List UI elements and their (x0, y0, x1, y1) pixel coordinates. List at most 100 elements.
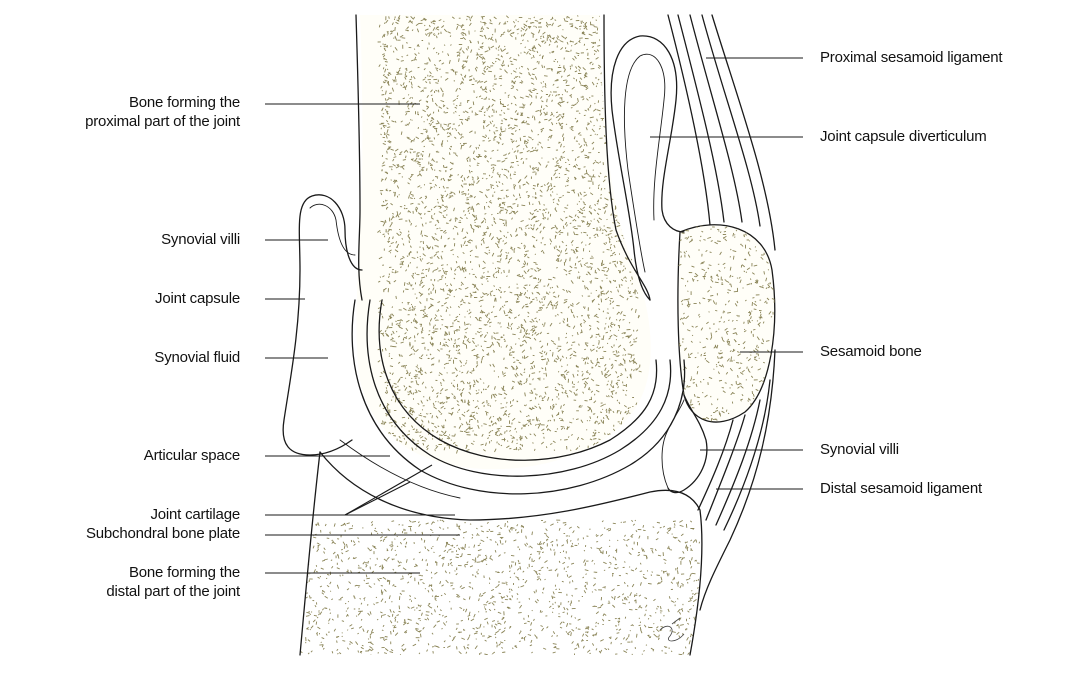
stipple-mark (628, 93, 631, 96)
stipple-mark (419, 524, 421, 527)
stipple-mark (495, 631, 498, 633)
stipple-mark (539, 573, 541, 574)
stipple-mark (550, 288, 551, 289)
stipple-mark (461, 134, 462, 136)
stipple-mark (621, 179, 622, 181)
stipple-mark (468, 384, 470, 385)
stipple-mark (530, 546, 533, 548)
stipple-mark (409, 387, 410, 388)
stipple-mark (412, 21, 413, 22)
stipple-mark (316, 622, 317, 625)
stipple-mark (501, 126, 502, 129)
stipple-mark (549, 53, 550, 54)
stipple-mark (610, 126, 611, 127)
stipple-mark (584, 167, 586, 168)
stipple-mark (628, 120, 629, 122)
stipple-mark (384, 537, 387, 539)
stipple-mark (415, 375, 418, 376)
stipple-mark (315, 605, 316, 607)
stipple-mark (430, 413, 432, 414)
stipple-mark (337, 585, 338, 589)
stipple-mark (546, 535, 549, 538)
stipple-mark (689, 578, 690, 579)
stipple-mark (617, 568, 618, 569)
stipple-mark (504, 398, 506, 399)
stipple-mark (423, 241, 424, 244)
stipple-mark (423, 273, 424, 274)
stipple-mark (493, 416, 494, 417)
stipple-mark (641, 630, 643, 634)
stipple-mark (506, 583, 507, 585)
stipple-mark (616, 339, 617, 340)
stipple-mark (397, 84, 398, 85)
stipple-mark (439, 527, 441, 529)
stipple-mark (657, 575, 660, 576)
stipple-mark (606, 46, 607, 48)
stipple-mark (502, 618, 504, 619)
stipple-mark (465, 277, 466, 278)
stipple-mark (549, 606, 551, 608)
stipple-mark (380, 277, 381, 278)
stipple-mark (434, 186, 435, 187)
stipple-mark (632, 74, 633, 75)
stipple-mark (586, 430, 587, 431)
stipple-mark (618, 38, 622, 39)
stipple-mark (514, 186, 515, 189)
stipple-mark (621, 209, 622, 210)
stipple-mark (603, 417, 604, 419)
stipple-mark (483, 592, 486, 594)
stipple-mark (381, 443, 382, 446)
stipple-mark (564, 300, 567, 301)
stipple-mark (622, 212, 623, 213)
stipple-mark (557, 228, 558, 230)
stipple-mark (558, 143, 559, 144)
stipple-mark (510, 349, 511, 351)
stipple-mark (615, 558, 616, 561)
stipple-mark (435, 401, 436, 402)
stipple-mark (601, 83, 603, 84)
stipple-mark (337, 568, 340, 569)
stipple-mark (420, 310, 422, 311)
stipple-mark (308, 653, 309, 654)
stipple-mark (491, 168, 492, 169)
stipple-mark (505, 129, 506, 130)
stipple-mark (329, 532, 330, 533)
stipple-mark (694, 617, 695, 621)
stipple-mark (451, 219, 452, 222)
stipple-mark (572, 150, 574, 151)
stipple-mark (677, 598, 678, 599)
stipple-mark (412, 310, 413, 311)
stipple-mark (457, 52, 460, 53)
stipple-mark (608, 567, 610, 568)
stipple-mark (502, 202, 503, 204)
stipple-mark (627, 26, 631, 27)
stipple-mark (454, 104, 455, 105)
stipple-mark (618, 170, 619, 171)
stipple-mark (507, 402, 508, 404)
stipple-mark (464, 412, 465, 413)
stipple-mark (395, 398, 396, 399)
stipple-mark (468, 637, 470, 640)
stipple-mark (446, 544, 447, 547)
stipple-mark (609, 546, 610, 547)
stipple-mark (584, 144, 585, 145)
stipple-mark (533, 442, 534, 443)
stipple-mark (611, 19, 613, 21)
stipple-mark (356, 642, 358, 645)
stipple-mark (670, 630, 671, 632)
stipple-mark (447, 209, 448, 210)
stipple-mark (615, 51, 617, 54)
stipple-mark (614, 568, 617, 569)
stipple-mark (503, 223, 504, 224)
stipple-mark (461, 587, 464, 589)
stipple-mark (532, 373, 536, 374)
stipple-mark (600, 227, 601, 228)
stipple-mark (359, 565, 360, 567)
stipple-mark (535, 254, 536, 255)
stipple-mark (366, 575, 367, 578)
stipple-mark (504, 202, 505, 203)
stipple-mark (553, 631, 555, 634)
stipple-mark (677, 632, 680, 634)
stipple-mark (456, 628, 457, 630)
stipple-mark (634, 237, 637, 238)
